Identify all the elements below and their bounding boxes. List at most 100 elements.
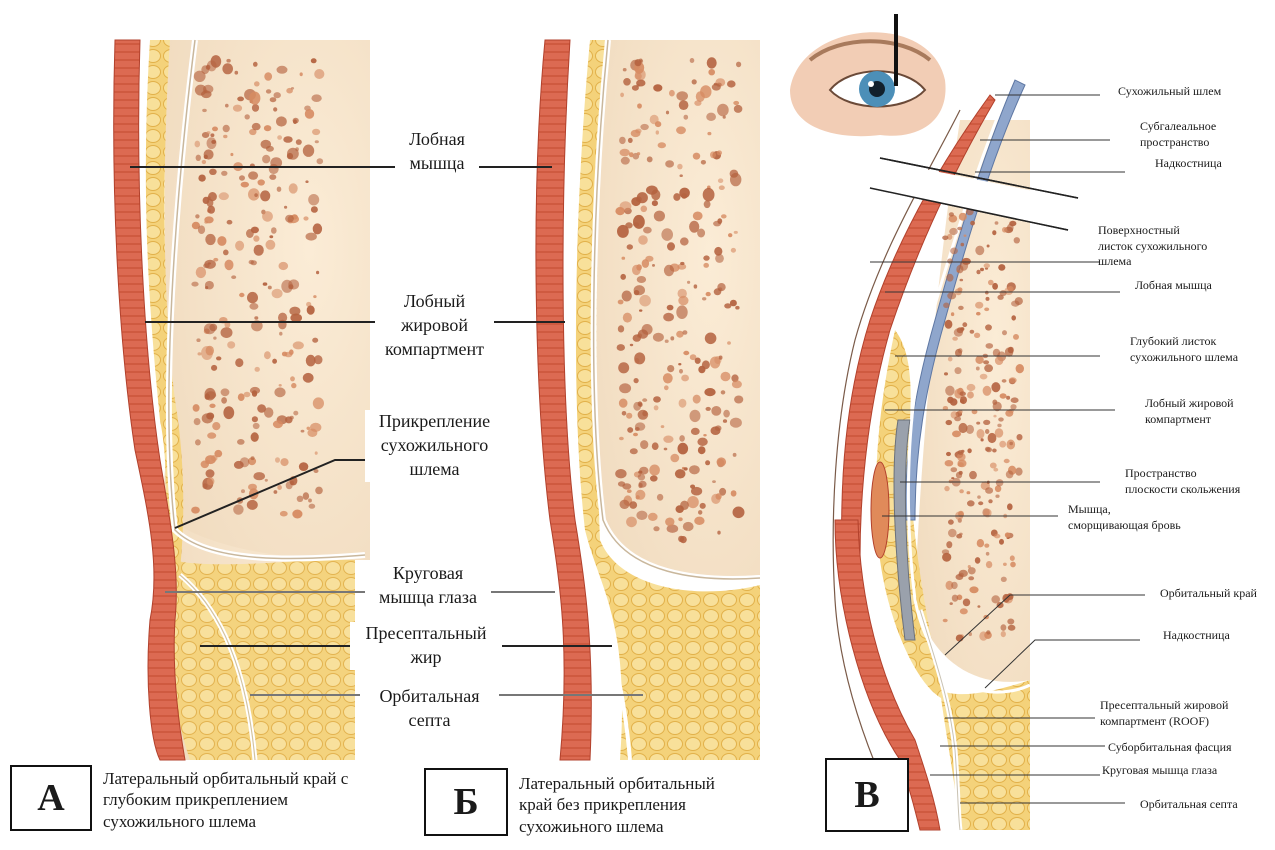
bone-pore [705, 333, 717, 345]
bone-pore [718, 178, 723, 183]
bone-pore [264, 351, 271, 359]
bone-pore [693, 212, 703, 221]
bone-pore [237, 97, 244, 102]
bone-pore [1006, 470, 1014, 478]
bone-pore [293, 341, 304, 349]
bone-pore [680, 174, 683, 177]
bone-pore [620, 274, 626, 280]
bone-pore [282, 352, 287, 357]
label-septum-line2: септа [362, 709, 497, 733]
label-v-deep-galea: Глубокий листок сухожильного шлема [1130, 334, 1238, 365]
bone-pore [629, 152, 634, 157]
bone-pore [627, 489, 632, 493]
bone-pore [710, 151, 716, 158]
bone-pore [663, 313, 674, 322]
bone-pore [946, 274, 953, 282]
bone-pore [679, 369, 683, 374]
bone-pore [262, 211, 273, 222]
bone-pore [679, 100, 689, 110]
bone-pore [669, 90, 675, 97]
label-v-glide-line1: Пространство [1125, 466, 1240, 482]
bone-pore [680, 536, 687, 543]
bone-pore [297, 496, 304, 502]
bone-pore [723, 410, 730, 418]
bone-pore [219, 192, 229, 200]
bone-pore [271, 227, 277, 234]
bone-pore [254, 316, 258, 319]
bone-pore [980, 374, 988, 380]
bone-pore [678, 517, 682, 521]
bone-pore [958, 410, 962, 414]
bone-pore [273, 107, 277, 111]
bone-pore [960, 608, 968, 614]
bone-pore [620, 93, 624, 98]
bone-pore [665, 340, 669, 343]
bone-pore [999, 441, 1006, 448]
bone-pore [264, 125, 271, 131]
bone-pore [986, 343, 994, 349]
bone-pore [1011, 315, 1016, 320]
label-fat-line1: Лобный [377, 290, 492, 314]
bone-pore [639, 309, 642, 311]
bone-pore [263, 282, 268, 285]
bone-pore [311, 206, 318, 213]
bone-pore [698, 366, 705, 373]
bone-pore [946, 452, 951, 456]
bone-pore [640, 440, 648, 449]
bone-pore [711, 406, 721, 416]
bone-pore [727, 80, 736, 87]
bone-pore [623, 313, 632, 323]
label-v-orbital-rim: Орбитальный край [1160, 586, 1257, 602]
bone-pore [210, 133, 214, 137]
bone-pore [266, 240, 276, 250]
bone-pore [703, 255, 709, 260]
bone-pore [708, 69, 715, 75]
bone-pore [225, 104, 229, 108]
bone-pore [732, 380, 742, 388]
bone-pore [635, 422, 645, 430]
bone-pore [693, 153, 700, 160]
bone-pore [664, 448, 668, 451]
bone-pore [704, 201, 711, 209]
bone-pore [308, 499, 312, 503]
bone-pore [268, 286, 272, 290]
bone-pore [1001, 577, 1007, 582]
bone-pore [985, 324, 992, 330]
bone-pore [307, 429, 317, 437]
bone-pore [992, 230, 996, 235]
bone-pore [683, 351, 689, 355]
bone-pore [254, 193, 258, 197]
bone-pore [276, 116, 287, 126]
bone-pore [1007, 503, 1013, 510]
bone-pore [952, 595, 958, 602]
bone-pore [626, 413, 632, 419]
label-fat-line3: компартмент [377, 338, 492, 362]
bone-pore [700, 85, 711, 98]
bone-pore [700, 503, 706, 509]
bone-pore [194, 418, 201, 425]
bone-pore [964, 235, 967, 237]
bone-pore [1003, 563, 1007, 566]
bone-pore [984, 544, 989, 548]
bone-pore [652, 200, 658, 206]
bone-pore [212, 422, 220, 430]
bone-pore [1011, 397, 1019, 403]
bone-pore [642, 411, 647, 417]
bone-pore [207, 131, 211, 134]
bone-pore [1007, 619, 1014, 625]
bone-pore [633, 433, 638, 437]
bone-pore [195, 439, 201, 445]
label-v-superficial-line2: листок сухожильного [1098, 239, 1207, 255]
bone-pore [221, 327, 233, 338]
bone-pore [221, 388, 230, 396]
bone-pore [652, 264, 655, 267]
bone-pore [666, 111, 669, 115]
bone-pore [693, 395, 701, 404]
bone-pore [233, 105, 242, 112]
bone-pore [620, 500, 630, 509]
bone-pore [993, 468, 998, 472]
bone-pore [303, 216, 308, 220]
bone-pore [620, 149, 630, 157]
bone-pore [984, 263, 990, 268]
bone-pore [705, 460, 710, 465]
